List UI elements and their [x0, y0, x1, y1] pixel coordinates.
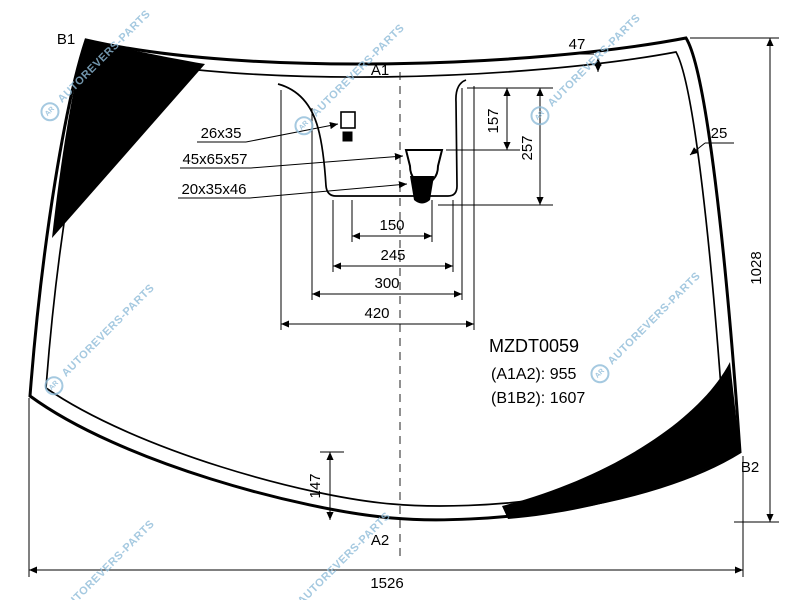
dimension-150: 150 — [351, 200, 433, 242]
dim-420-label: 420 — [364, 305, 389, 322]
dim-25-label: 25 — [711, 125, 728, 142]
dimension-47: 47 — [562, 36, 602, 72]
frit-band-top-left — [52, 40, 205, 238]
dimension-1028: 1028 — [690, 37, 779, 523]
camera-cover-shape — [410, 176, 434, 204]
dimension-25: 25 — [689, 125, 734, 156]
dimension-245: 245 — [332, 200, 454, 272]
leader-26x35: 26x35 — [197, 122, 339, 143]
rain-sensor-shape — [340, 111, 356, 129]
part-b1b2: (B1B2): 1607 — [491, 390, 585, 407]
glass-outer-edge — [28, 36, 742, 522]
dim-300-label: 300 — [374, 275, 399, 292]
sensor-area-outline — [277, 79, 467, 197]
rain-sensor-notch — [342, 131, 353, 142]
dimension-157: 157 — [446, 87, 553, 151]
dimension-147: 147 — [307, 451, 344, 520]
part-a1a2: (A1A2): 955 — [491, 366, 576, 383]
part-number: MZDT0059 — [489, 336, 579, 356]
dim-47-label: 47 — [569, 36, 586, 53]
label-b1: B1 — [57, 31, 75, 48]
label-b2: B2 — [741, 459, 759, 476]
label-a1: A1 — [371, 62, 389, 79]
dim-157-label: 157 — [485, 108, 502, 133]
frit-band-bottom-right — [502, 362, 740, 519]
dim-257-label: 257 — [519, 135, 536, 160]
dim-147-label: 147 — [307, 473, 324, 498]
dim-1028-label: 1028 — [748, 251, 765, 284]
label-a2: A2 — [371, 532, 389, 549]
label-45x65x57: 45x65x57 — [182, 151, 247, 168]
label-20x35x46: 20x35x46 — [181, 181, 246, 198]
dim-150-label: 150 — [379, 217, 404, 234]
leader-45x65x57: 45x65x57 — [180, 151, 404, 169]
dim-245-label: 245 — [380, 247, 405, 264]
dimension-257: 257 — [438, 88, 553, 206]
glass-inner-edge — [45, 51, 726, 507]
dimension-300: 300 — [311, 88, 463, 300]
dim-1526-label: 1526 — [370, 575, 403, 592]
dimension-1526: 1526 — [28, 398, 744, 592]
dimension-420: 420 — [280, 86, 475, 330]
label-26x35: 26x35 — [201, 125, 242, 142]
leader-20x35x46: 20x35x46 — [178, 181, 408, 199]
